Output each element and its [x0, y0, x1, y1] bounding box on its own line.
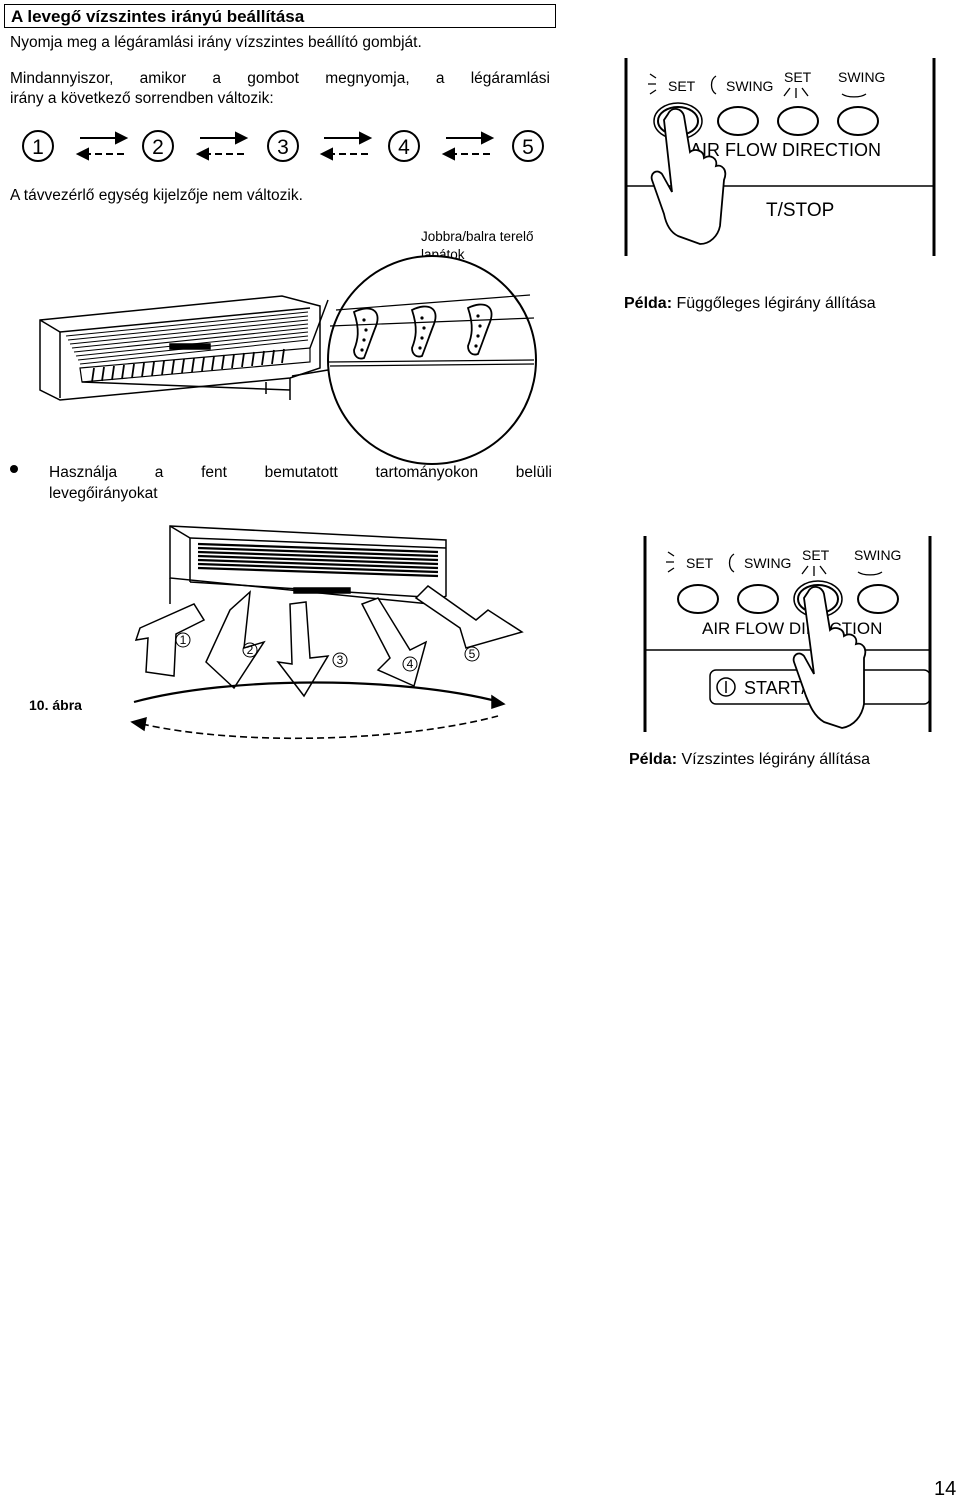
set-swing-icons [648, 73, 867, 98]
svg-text:4: 4 [398, 136, 410, 159]
swing2-button-label: SWING [838, 69, 885, 85]
set2-button-label-2: SET [802, 547, 830, 563]
sequence-step-2: 2 [142, 130, 174, 162]
sequence-arrows [75, 131, 495, 161]
bullet-dot [10, 465, 18, 473]
sequence-step-3: 3 [267, 130, 299, 162]
instruction-line-3: irány a következő sorrendben változik: [10, 90, 274, 107]
hand-icon [650, 108, 727, 245]
example-1-caption: Példa: Függőleges légirány állítása [624, 295, 876, 312]
start-stop-label: T/STOP [766, 200, 834, 221]
figure-label: 10. ábra [29, 697, 82, 713]
direction-1: 1 [175, 632, 191, 648]
ac-unit-illustration [39, 255, 537, 465]
sequence-step-4: 4 [388, 130, 420, 162]
set-button-label-2: SET [686, 555, 714, 571]
svg-text:5: 5 [522, 136, 534, 159]
direction-5: 5 [464, 646, 480, 662]
remote-panel-horizontal: SET SWING SET SWING AIR FLOW DIRECTION S… [643, 536, 932, 732]
example-2-caption: Példa: Vízszintes légirány állítása [629, 751, 870, 768]
remote-panel-vertical: SET SWING SET SWING AIR FLOW DIRECTION T… [624, 58, 936, 256]
svg-text:3: 3 [337, 653, 344, 667]
direction-3: 3 [332, 652, 348, 668]
set-swing-icons-2 [666, 551, 883, 576]
direction-2: 2 [242, 642, 258, 658]
svg-text:3: 3 [277, 136, 289, 159]
swing2-button-label-2: SWING [854, 547, 901, 563]
svg-text:5: 5 [469, 647, 476, 661]
direction-4: 4 [402, 656, 418, 672]
svg-text:4: 4 [407, 657, 414, 671]
instruction-line-1: Nyomja meg a légáramlási irány vízszinte… [10, 34, 422, 51]
airflow-directions-diagram: 1 2 3 4 5 [130, 525, 524, 740]
air-flow-direction-label-2: AIR FLOW DIRECTION [702, 619, 882, 638]
swing-button-label-2: SWING [744, 555, 791, 571]
svg-text:2: 2 [247, 643, 254, 657]
svg-text:2: 2 [152, 136, 164, 159]
sequence-step-1: 1 [22, 130, 54, 162]
sequence-diagram: 1 2 3 4 5 [22, 130, 544, 162]
callout-label-line-1: Jobbra/balra terelő [421, 229, 534, 244]
note-text: A távvezérlő egység kijelzője nem változ… [10, 187, 303, 204]
sequence-step-5: 5 [512, 130, 544, 162]
air-flow-direction-label: AIR FLOW DIRECTION [690, 140, 881, 160]
set-button-label: SET [668, 78, 696, 94]
instruction-line-2: Mindannyiszor, amikor a gombot megnyomja… [10, 70, 550, 87]
page-number: 14 [934, 1478, 957, 1500]
section-title: A levegő vízszintes irányú beállítása [4, 4, 556, 28]
swing-button-label: SWING [726, 78, 773, 94]
set2-button-label: SET [784, 69, 812, 85]
svg-text:1: 1 [180, 633, 187, 647]
bullet-text-line-2: levegőirányokat [49, 485, 158, 502]
svg-text:1: 1 [32, 136, 44, 159]
hand-icon-2 [792, 586, 867, 729]
